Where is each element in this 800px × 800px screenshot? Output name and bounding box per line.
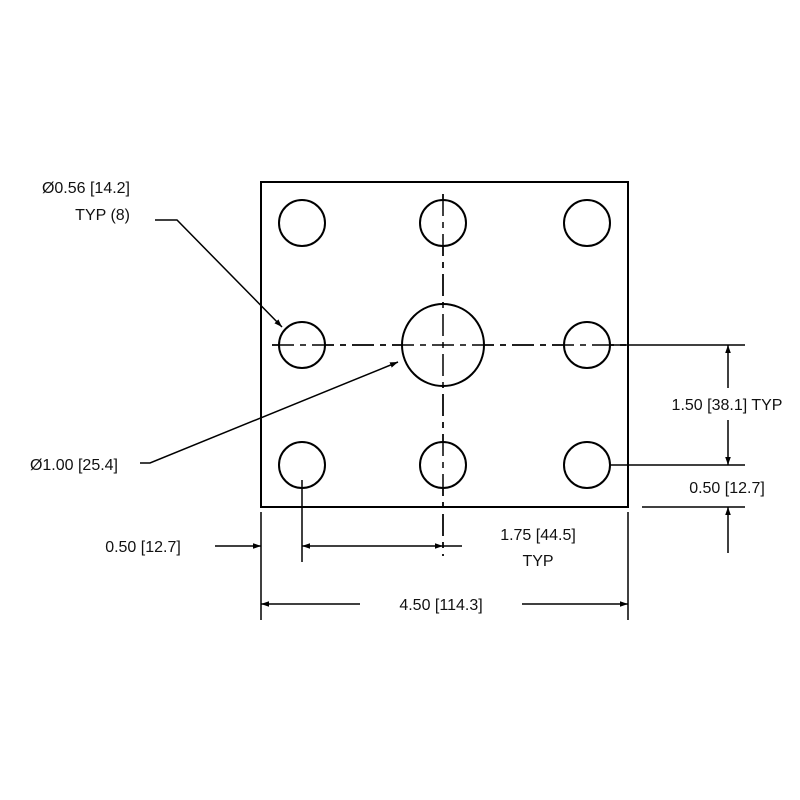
bottom-offset-label: 0.50 [12.7] [689,480,765,497]
horizontal-pitch-label: 1.75 [44.5] [500,527,576,544]
hole-top-left [278,199,326,247]
small-hole-dia-label: Ø0.56 [14.2] [42,180,130,197]
hole-bottom-right [563,441,611,489]
overall-width-label: 4.50 [114.3] [399,597,482,614]
small-hole-typ-label: TYP (8) [75,207,130,224]
small-hole-leader [155,219,283,328]
center-hole-dia-label: Ø1.00 [25.4] [30,457,118,474]
left-offset-label: 0.50 [12.7] [105,539,181,556]
center-hole-leader [140,361,399,464]
horizontal-pitch-typ-label: TYP [522,553,553,570]
vertical-pitch-label: 1.50 [38.1] TYP [672,397,783,414]
hole-top-right [563,199,611,247]
